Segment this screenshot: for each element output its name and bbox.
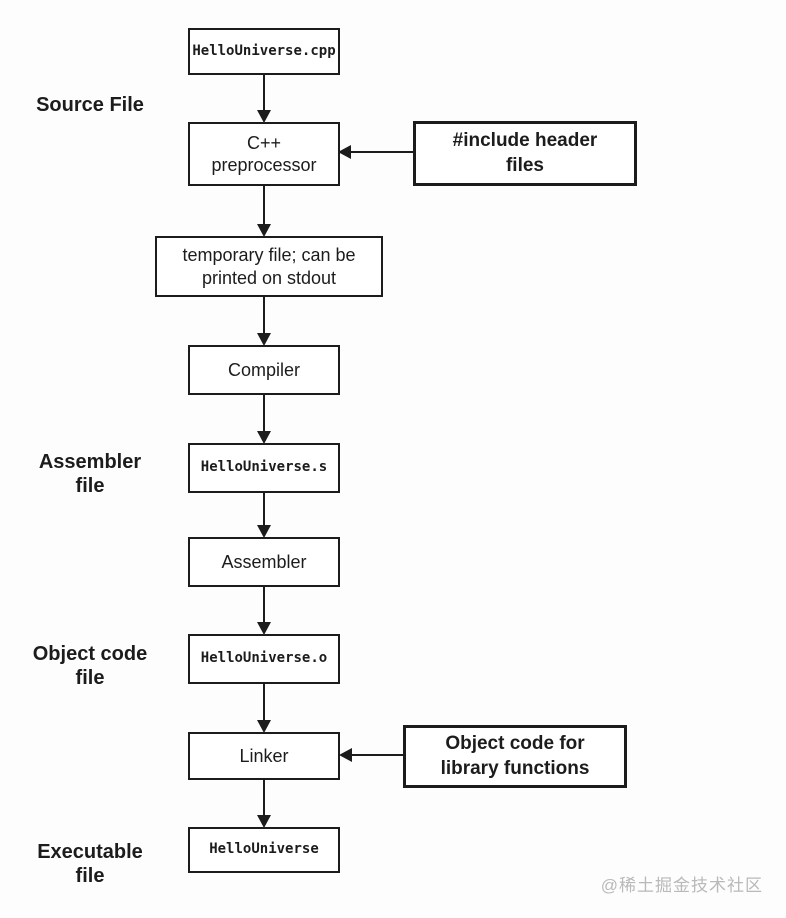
arrow-down-icon-linker-to-executable: [263, 779, 265, 826]
arrow-down-icon-tempfile-to-compiler: [263, 296, 265, 344]
arrow-down-icon-cpp-to-preprocessor: [263, 74, 265, 121]
node-object-file: HelloUniverse.o: [188, 634, 340, 684]
node-linker: Linker: [188, 732, 340, 780]
arrow-down-icon-objfile-to-linker: [263, 683, 265, 731]
arrow-down-icon-asmfile-to-assembler: [263, 492, 265, 536]
watermark: @稀土掘金技术社区: [600, 876, 763, 895]
node-preprocessor: C++ preprocessor: [188, 122, 340, 186]
arrow-down-icon-preprocessor-to-tempfile: [263, 185, 265, 235]
note-library-object-code: Object code for library functions: [403, 725, 627, 788]
node-executable-file: HelloUniverse: [188, 827, 340, 873]
stage-label-source-file: Source File: [36, 94, 144, 116]
node-assembler: Assembler: [188, 537, 340, 587]
node-source-file: HelloUniverse.cpp: [188, 28, 340, 75]
stage-label-assembler-file: Assembler file: [38, 451, 142, 497]
arrow-down-icon-compiler-to-asmfile: [263, 394, 265, 442]
arrow-left-icon-headers-to-preprocessor: [340, 151, 413, 153]
stage-label-object-code-file: Object code file: [32, 643, 148, 689]
node-temp-file: temporary file; can be printed on stdout: [155, 236, 383, 297]
arrow-left-icon-libobjects-to-linker: [341, 754, 403, 756]
stage-label-executable-file: Executable file: [37, 841, 143, 887]
node-assembly-file: HelloUniverse.s: [188, 443, 340, 493]
arrow-down-icon-assembler-to-objfile: [263, 586, 265, 633]
node-compiler: Compiler: [188, 345, 340, 395]
note-include-header-files: #include header files: [413, 121, 637, 186]
